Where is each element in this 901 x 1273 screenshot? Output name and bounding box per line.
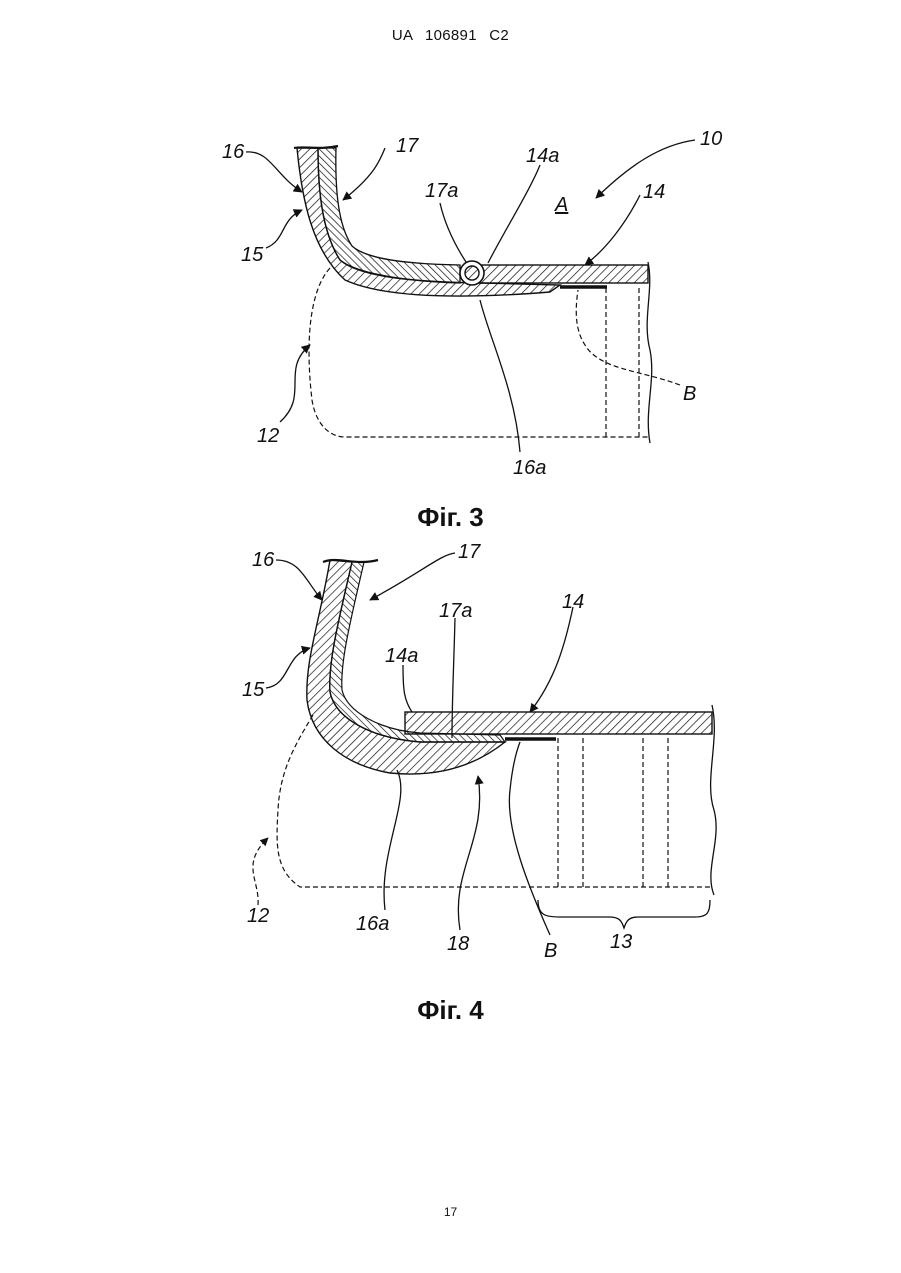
fig3-label-14: 14 (643, 181, 665, 203)
fig4-leader-12 (253, 838, 268, 905)
fig3-label-16a: 16a (513, 457, 546, 479)
fig4-plate-14 (405, 712, 712, 734)
fig3-label-17: 17 (396, 135, 419, 157)
fig4-label-15: 15 (242, 679, 265, 701)
fig3-break-edge (647, 262, 652, 443)
figure-3-drawing: 16 17 15 17a 14a A 10 14 12 16a B (222, 128, 722, 479)
fig3-label-14a: 14a (526, 145, 559, 167)
fig3-leader-17a (440, 203, 466, 262)
fig3-leader-14a (488, 165, 540, 263)
fig3-leader-17 (343, 148, 385, 200)
page-number: 17 (0, 1205, 901, 1219)
fig4-label-16: 16 (252, 549, 275, 571)
fig4-label-13: 13 (610, 931, 632, 953)
fig4-label-12: 12 (247, 905, 269, 927)
fig3-leader-15 (266, 210, 302, 248)
fig4-leader-18 (458, 776, 479, 930)
fig3-label-a: A (554, 194, 568, 216)
fig3-leader-16 (246, 152, 302, 192)
fig4-label-16a: 16a (356, 913, 389, 935)
fig4-leader-16 (276, 560, 322, 600)
fig4-label-17: 17 (458, 541, 481, 563)
fig3-plate-14 (470, 265, 648, 283)
fig3-top-edge (294, 146, 338, 148)
figure-4-drawing: 16 17 15 14a 17a 14 12 16a 18 B 13 (242, 541, 716, 962)
fig3-label-15: 15 (241, 244, 264, 266)
fig4-leader-17 (370, 553, 455, 600)
fig4-brace-13 (538, 900, 710, 928)
fig3-leader-12 (280, 345, 310, 422)
fig4-leader-16a (384, 770, 401, 910)
fig4-leader-15 (266, 648, 310, 688)
fig3-label-10: 10 (700, 128, 722, 150)
fig4-leader-14 (530, 607, 573, 712)
fig3-leader-b (576, 290, 680, 385)
fig3-leader-16a (480, 300, 520, 452)
fig3-leader-14 (585, 195, 640, 265)
fig4-leader-b (509, 742, 550, 935)
fig3-label-16: 16 (222, 141, 245, 163)
fig4-label-b: B (544, 940, 557, 962)
fig4-label-17a: 17a (439, 600, 472, 622)
fig4-label-18: 18 (447, 933, 469, 955)
fig4-label-14: 14 (562, 591, 584, 613)
figure-3-caption: Фіг. 3 (0, 502, 901, 533)
fig4-leader-14a (403, 665, 412, 712)
fig3-label-17a: 17a (425, 180, 458, 202)
figure-4-caption: Фіг. 4 (0, 995, 901, 1026)
fig3-label-b: B (683, 383, 696, 405)
fig3-label-12: 12 (257, 425, 279, 447)
fig4-label-14a: 14a (385, 645, 418, 667)
fig3-joint-core (465, 266, 479, 280)
